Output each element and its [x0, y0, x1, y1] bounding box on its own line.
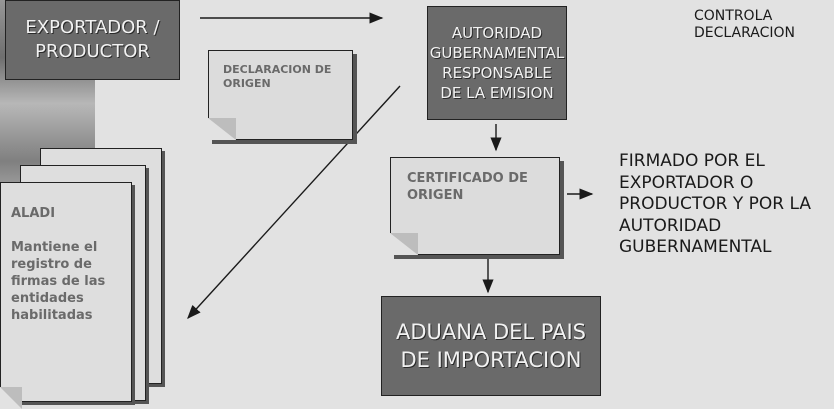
- arrow-authority-to-aladi: [187, 85, 401, 320]
- signed-note-text: FIRMADO POR EL EXPORTADOR O PRODUCTOR Y …: [619, 151, 811, 257]
- aladi-title: ALADI: [11, 206, 56, 221]
- declaration-label: DECLARACION DE ORIGEN: [223, 63, 332, 90]
- aladi-front-page: ALADI Mantiene el registro de firmas de …: [0, 182, 132, 409]
- controls-note-text: CONTROLA DECLARACION: [694, 8, 795, 41]
- page-fold: [390, 233, 418, 255]
- authority-label: AUTORIDAD GUBERNAMENTAL RESPONSABLE DE L…: [429, 24, 565, 102]
- certificate-label: CERTIFICADO DE ORIGEN: [407, 171, 528, 203]
- aladi-body: Mantiene el registro de firmas de las en…: [11, 240, 106, 323]
- page-fold: [208, 118, 236, 140]
- signed-note: FIRMADO POR EL EXPORTADOR O PRODUCTOR Y …: [619, 151, 834, 259]
- exporter-label: EXPORTADOR / PRODUCTOR: [25, 17, 160, 62]
- customs-label: ADUANA DEL PAIS DE IMPORTACION: [395, 320, 587, 372]
- certificate-document: CERTIFICADO DE ORIGEN: [390, 157, 560, 255]
- authority-box: AUTORIDAD GUBERNAMENTAL RESPONSABLE DE L…: [427, 6, 567, 120]
- page-fold: [0, 387, 22, 409]
- exporter-box: EXPORTADOR / PRODUCTOR: [5, 0, 180, 80]
- declaration-document: DECLARACION DE ORIGEN: [208, 50, 353, 140]
- controls-note: CONTROLA DECLARACION: [694, 8, 834, 42]
- customs-box: ADUANA DEL PAIS DE IMPORTACION: [381, 296, 601, 396]
- connector-arrows: [187, 12, 594, 320]
